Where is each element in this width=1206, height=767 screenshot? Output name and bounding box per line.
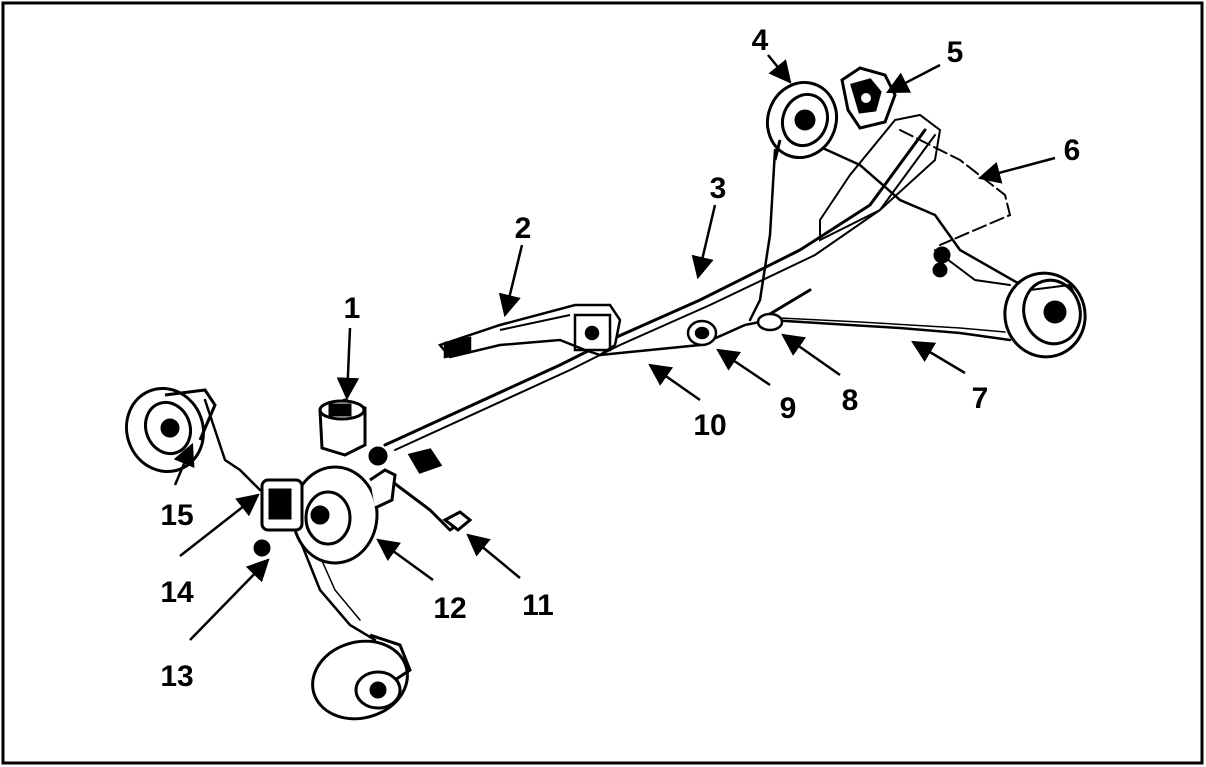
rear-cross-line xyxy=(803,138,1032,292)
callout-2: 2 xyxy=(515,212,532,245)
rear-left-drum-brake xyxy=(766,80,838,161)
cable-guide xyxy=(686,319,718,347)
callout-labels: 1 2 3 4 5 6 7 8 9 10 11 12 13 14 15 xyxy=(160,24,1080,693)
callout-9: 9 xyxy=(780,392,797,425)
brake-pedal xyxy=(442,510,473,532)
arrow-11 xyxy=(466,533,521,579)
handbrake-cable-10 xyxy=(598,318,772,357)
callout-3: 3 xyxy=(710,172,727,205)
arrow-15 xyxy=(173,442,195,486)
arrow-4 xyxy=(767,54,792,84)
arrow-13 xyxy=(189,558,270,641)
arrow-10 xyxy=(648,363,701,402)
front-right-disc-brake xyxy=(311,633,412,721)
master-cylinder xyxy=(253,446,443,557)
callout-12: 12 xyxy=(433,592,466,625)
rear-right-drum-brake xyxy=(932,246,1087,359)
callout-1: 1 xyxy=(344,292,361,325)
callout-4: 4 xyxy=(752,24,769,57)
handbrake-cable-7b xyxy=(779,317,1006,333)
arrow-3 xyxy=(691,204,717,280)
callout-5: 5 xyxy=(947,36,964,69)
pipe-6 xyxy=(899,129,1012,246)
arrow-2 xyxy=(498,244,524,318)
callout-14: 14 xyxy=(160,576,194,609)
arrow-12 xyxy=(376,538,434,582)
arrow-6 xyxy=(977,156,1056,184)
arrow-7 xyxy=(911,340,966,375)
arrow-8 xyxy=(781,333,841,377)
brake-fluid-reservoir xyxy=(318,398,367,457)
arrow-1 xyxy=(336,327,360,401)
callout-7: 7 xyxy=(972,382,989,415)
arrow-9 xyxy=(716,348,771,387)
cable-equalizer xyxy=(756,312,784,332)
rear-left-line xyxy=(748,148,777,322)
callout-15: 15 xyxy=(160,499,193,532)
callout-6: 6 xyxy=(1064,134,1081,167)
pressure-regulator xyxy=(840,66,897,130)
handbrake-lever xyxy=(437,303,622,359)
callout-10: 10 xyxy=(693,409,726,442)
arrow-5 xyxy=(886,63,941,94)
leader-arrows xyxy=(173,54,1056,641)
handbrake-cable-7 xyxy=(768,318,1012,342)
callout-13: 13 xyxy=(160,660,193,693)
main-brake-line xyxy=(383,128,927,447)
front-left-disc-brake xyxy=(125,386,217,474)
callout-8: 8 xyxy=(842,384,859,417)
rear-cable-loop xyxy=(819,113,942,242)
callout-11: 11 xyxy=(522,589,554,622)
arrow-14 xyxy=(179,493,260,557)
front-left-line xyxy=(203,398,262,492)
vacuum-booster xyxy=(291,465,397,565)
